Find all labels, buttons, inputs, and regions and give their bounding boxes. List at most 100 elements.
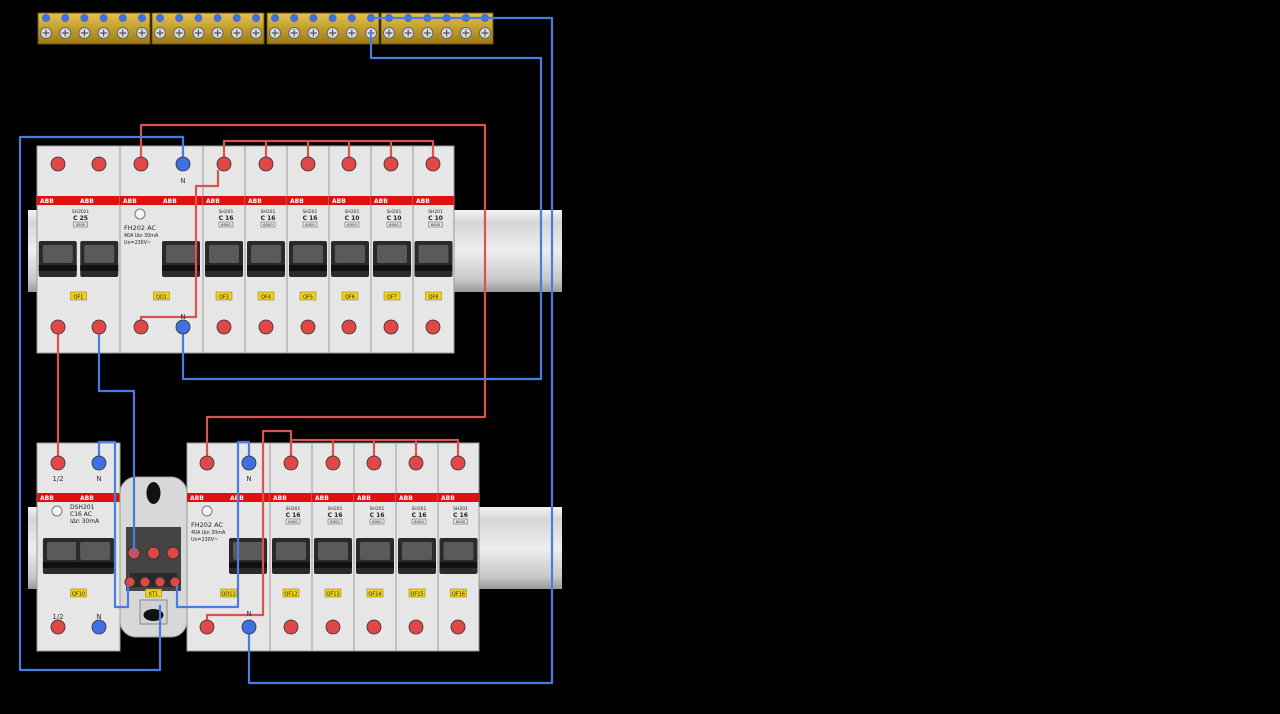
tag-label: QF4 [261, 294, 271, 300]
rating-label: C16 AC [70, 511, 92, 518]
phase-terminal [91, 156, 107, 172]
phase-terminal [199, 619, 215, 635]
tag-plate [70, 291, 87, 301]
tag-plate [282, 588, 300, 598]
busbar-body [266, 12, 380, 45]
busbar-group [266, 12, 380, 45]
wires-phase [56, 123, 487, 627]
abb-stripe [120, 196, 203, 205]
phase-terminal [199, 455, 215, 471]
phase-terminal [450, 455, 466, 471]
code-label: 6000 [221, 222, 231, 227]
busbar-hole [290, 14, 299, 22]
phase-terminal [283, 455, 299, 471]
busbar-group [151, 12, 265, 45]
toggle-lever [360, 542, 390, 560]
lever-slot [356, 562, 394, 568]
screw-slot [61, 29, 69, 37]
abb-stripe [245, 196, 287, 205]
model-label: SH201 [345, 209, 360, 215]
code-label: 6000 [389, 222, 399, 227]
phase-terminal [341, 319, 357, 335]
tag-label: KT1 [149, 591, 158, 597]
model-label: FH202 AC [124, 224, 156, 232]
spec-label: IΔn 30mA [70, 518, 100, 525]
rating-label: C 16 [219, 215, 234, 222]
abb-stripe [438, 493, 479, 502]
toggle-lever [402, 542, 432, 560]
abb-logo: ABB [190, 495, 204, 502]
tag-plate [450, 588, 467, 598]
toggle-lever [443, 542, 474, 560]
neutral-wire-busbar-to-rcd1 [181, 30, 543, 381]
phase-terminal [258, 319, 274, 335]
abb-logo: ABB [290, 198, 304, 205]
abb-logo: ABB [163, 198, 177, 205]
code-box [218, 221, 234, 228]
lever-slot [398, 562, 436, 568]
tag-plate [341, 291, 359, 301]
relay-terminal [169, 576, 181, 588]
busbar-hole [42, 14, 50, 22]
phase-terminal [91, 319, 107, 335]
neutral-terminal [91, 455, 107, 471]
tag-label: QF6 [345, 294, 355, 300]
neutral-terminal [175, 156, 191, 172]
screw-slot [214, 29, 222, 37]
toggle-lever [233, 542, 263, 560]
module-body [119, 145, 204, 354]
neutral-wire-rcd2-in [175, 440, 251, 609]
code-label: 4500 [76, 222, 86, 227]
code-label: 6000 [305, 222, 315, 227]
phase-terminal [383, 319, 399, 335]
relay-hole [146, 482, 161, 504]
tag-label: QF13 [326, 591, 339, 597]
abb-logo: ABB [206, 198, 220, 205]
abb-logo: ABB [315, 495, 329, 502]
screw-slot [233, 29, 241, 37]
code-label: 6000 [330, 519, 340, 524]
toggle-lever [251, 245, 281, 263]
model-label: SH201 [387, 209, 402, 215]
neutral-wire-qf10 [97, 440, 130, 609]
abb-stripe [37, 196, 120, 205]
neutral-label: N [180, 177, 185, 185]
busbar-hole [99, 14, 108, 22]
lever-slot [80, 265, 119, 271]
screw-slot [385, 29, 393, 37]
phase-terminal [341, 156, 357, 172]
busbar-hole [252, 14, 260, 22]
phase-terminal [283, 619, 299, 635]
rating-label: C 16 [370, 512, 385, 519]
abb-logo: ABB [374, 198, 388, 205]
phase-wire-bottom-comb [289, 438, 460, 462]
toggle-lever [276, 542, 306, 560]
rating-label: C 10 [387, 215, 402, 222]
tag-plate [366, 588, 384, 598]
pole-label: 1/2 [52, 613, 63, 621]
code-label: 6000 [347, 222, 357, 227]
abb-logo: ABB [40, 198, 54, 205]
tag-plate [257, 291, 275, 301]
neutral-wire-busbar-to-right [247, 16, 554, 685]
lever-slot [247, 265, 285, 271]
relay-terminal [166, 546, 180, 560]
toggle-lever [84, 245, 115, 263]
tag-plate [383, 291, 401, 301]
phase-terminal [216, 156, 232, 172]
screw-slot [138, 29, 146, 37]
lever-slot [414, 265, 453, 271]
abb-logo: ABB [123, 198, 137, 205]
screw-slot [423, 29, 431, 37]
screw-slot [156, 29, 164, 37]
